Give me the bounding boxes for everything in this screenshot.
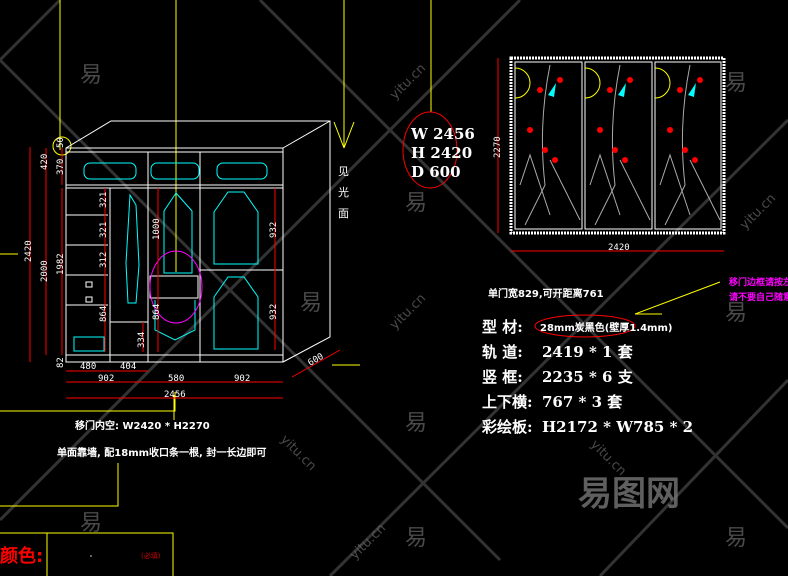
size-tag: W 2456 H 2420 D 600 xyxy=(402,111,475,189)
wardrobe-side_label-0: 见 xyxy=(338,165,349,178)
size_tag-d: D 600 xyxy=(411,163,461,181)
color-label: 颜色: xyxy=(0,545,43,567)
specs-2-label: 竖 框: xyxy=(482,368,523,386)
specs-3-value: 767 * 3 套 xyxy=(542,393,623,411)
highlight-ellipse xyxy=(149,250,203,324)
wardrobe-dims_vertical-4: 370 xyxy=(56,159,66,175)
wardrobe-dims_vertical-14: 82 xyxy=(56,357,66,368)
watermark-char: 易 xyxy=(725,301,747,326)
specs-4-label: 彩绘板: xyxy=(481,418,533,436)
wardrobe-dims_vertical-9: 334 xyxy=(137,332,147,348)
watermark-url: yitu.cn xyxy=(277,432,319,474)
magenta-note-2: 请不要自己随意 xyxy=(729,291,788,303)
watermark-url: yitu.cn xyxy=(387,291,429,333)
wardrobe-dims_vertical-3: 420 xyxy=(40,154,50,170)
wardrobe-dims_horizontal-1: 404 xyxy=(120,362,136,372)
specs-0-value: 28mm炭黑色(壁厚1.4mm) xyxy=(540,321,672,334)
watermark-char: 易 xyxy=(80,511,102,536)
wardrobe-elevation xyxy=(65,120,331,363)
door_panel-width: 2420 xyxy=(608,243,630,253)
size_tag-w: W 2456 xyxy=(410,125,475,143)
wardrobe-dims_vertical-15: 50 xyxy=(56,137,66,148)
wardrobe-dims_vertical-5: 321 xyxy=(99,192,109,208)
wardrobe-dims_horizontal-4: 902 xyxy=(234,374,250,384)
wardrobe-dims_horizontal-2: 902 xyxy=(98,374,114,384)
wardrobe-dims_vertical-2: 1982 xyxy=(56,253,66,275)
specs-0-label: 型 材: xyxy=(482,318,523,336)
door_panel-height: 2270 xyxy=(493,136,503,158)
wardrobe-dims_vertical-1: 2000 xyxy=(40,260,50,282)
watermark-char: 易 xyxy=(725,71,747,96)
wardrobe-dims_vertical-7: 312 xyxy=(99,252,109,268)
spec-list: 型 材: 28mm炭黑色(壁厚1.4mm) 轨 道: 2419 * 1 套 竖 框:… xyxy=(481,318,693,436)
door-panels xyxy=(509,56,726,235)
door-info: 单门宽829,可开距离761 xyxy=(488,287,604,300)
wall-note: 单面靠墙, 配18mm收口条一根, 封一长边即可 xyxy=(57,446,266,459)
wardrobe-dims_vertical-13: 932 xyxy=(269,304,279,320)
wardrobe-dims_vertical-0: 2420 xyxy=(24,240,34,262)
wardrobe-dims_vertical-12: 932 xyxy=(269,222,279,238)
watermark-char: 易 xyxy=(405,411,427,436)
wardrobe-dims_vertical-11: 1000 xyxy=(152,218,162,240)
specs-1-label: 轨 道: xyxy=(482,343,523,361)
dimension-labels: 2420 2000 1982 420 370 321 321 312 864 3… xyxy=(24,136,630,400)
watermark-char: 易 xyxy=(725,526,747,551)
hanging-clothes xyxy=(73,162,268,352)
required-label: (必填) xyxy=(141,551,161,560)
watermark-char: 易 xyxy=(80,63,102,88)
side-label: 见 光 面 xyxy=(338,165,349,220)
wardrobe-dims_horizontal-6: 600 xyxy=(307,352,326,369)
watermark-char: 易 xyxy=(405,191,427,216)
size_tag-h: H 2420 xyxy=(411,144,472,162)
watermark-url: yitu.cn xyxy=(737,191,779,233)
wardrobe-side_label-2: 面 xyxy=(338,207,349,220)
brand-watermark: 易图网 xyxy=(578,474,680,514)
wardrobe-dims_vertical-6: 321 xyxy=(99,222,109,238)
wardrobe-dims_horizontal-5: 2456 xyxy=(164,390,186,400)
dimension-lines xyxy=(29,58,724,399)
wardrobe-dims_vertical-10: 864 xyxy=(152,304,162,320)
specs-1-value: 2419 * 1 套 xyxy=(542,343,634,361)
highlight-ellipse xyxy=(534,314,636,338)
watermark-char: 易 xyxy=(300,291,322,316)
wardrobe-dims_horizontal-0: 480 xyxy=(80,362,96,372)
magenta-note-1: 移门边框请按左 xyxy=(729,276,788,288)
watermark-char: 易 xyxy=(405,526,427,551)
wardrobe-dims_horizontal-3: 580 xyxy=(168,374,184,384)
specs-3-label: 上下横: xyxy=(482,393,533,411)
leader-lines xyxy=(0,0,721,576)
specs-4-value: H2172 * W785 * 2 xyxy=(542,418,693,436)
specs-2-value: 2235 * 6 支 xyxy=(542,368,634,386)
watermark-url: yitu.cn xyxy=(347,521,389,563)
inner-space-label: 移门内空: W2420 * H2270 xyxy=(75,419,210,432)
watermark-url: yitu.cn xyxy=(587,437,629,479)
wardrobe-side_label-1: 光 xyxy=(338,185,349,199)
wardrobe-dims_vertical-8: 864 xyxy=(99,306,109,322)
